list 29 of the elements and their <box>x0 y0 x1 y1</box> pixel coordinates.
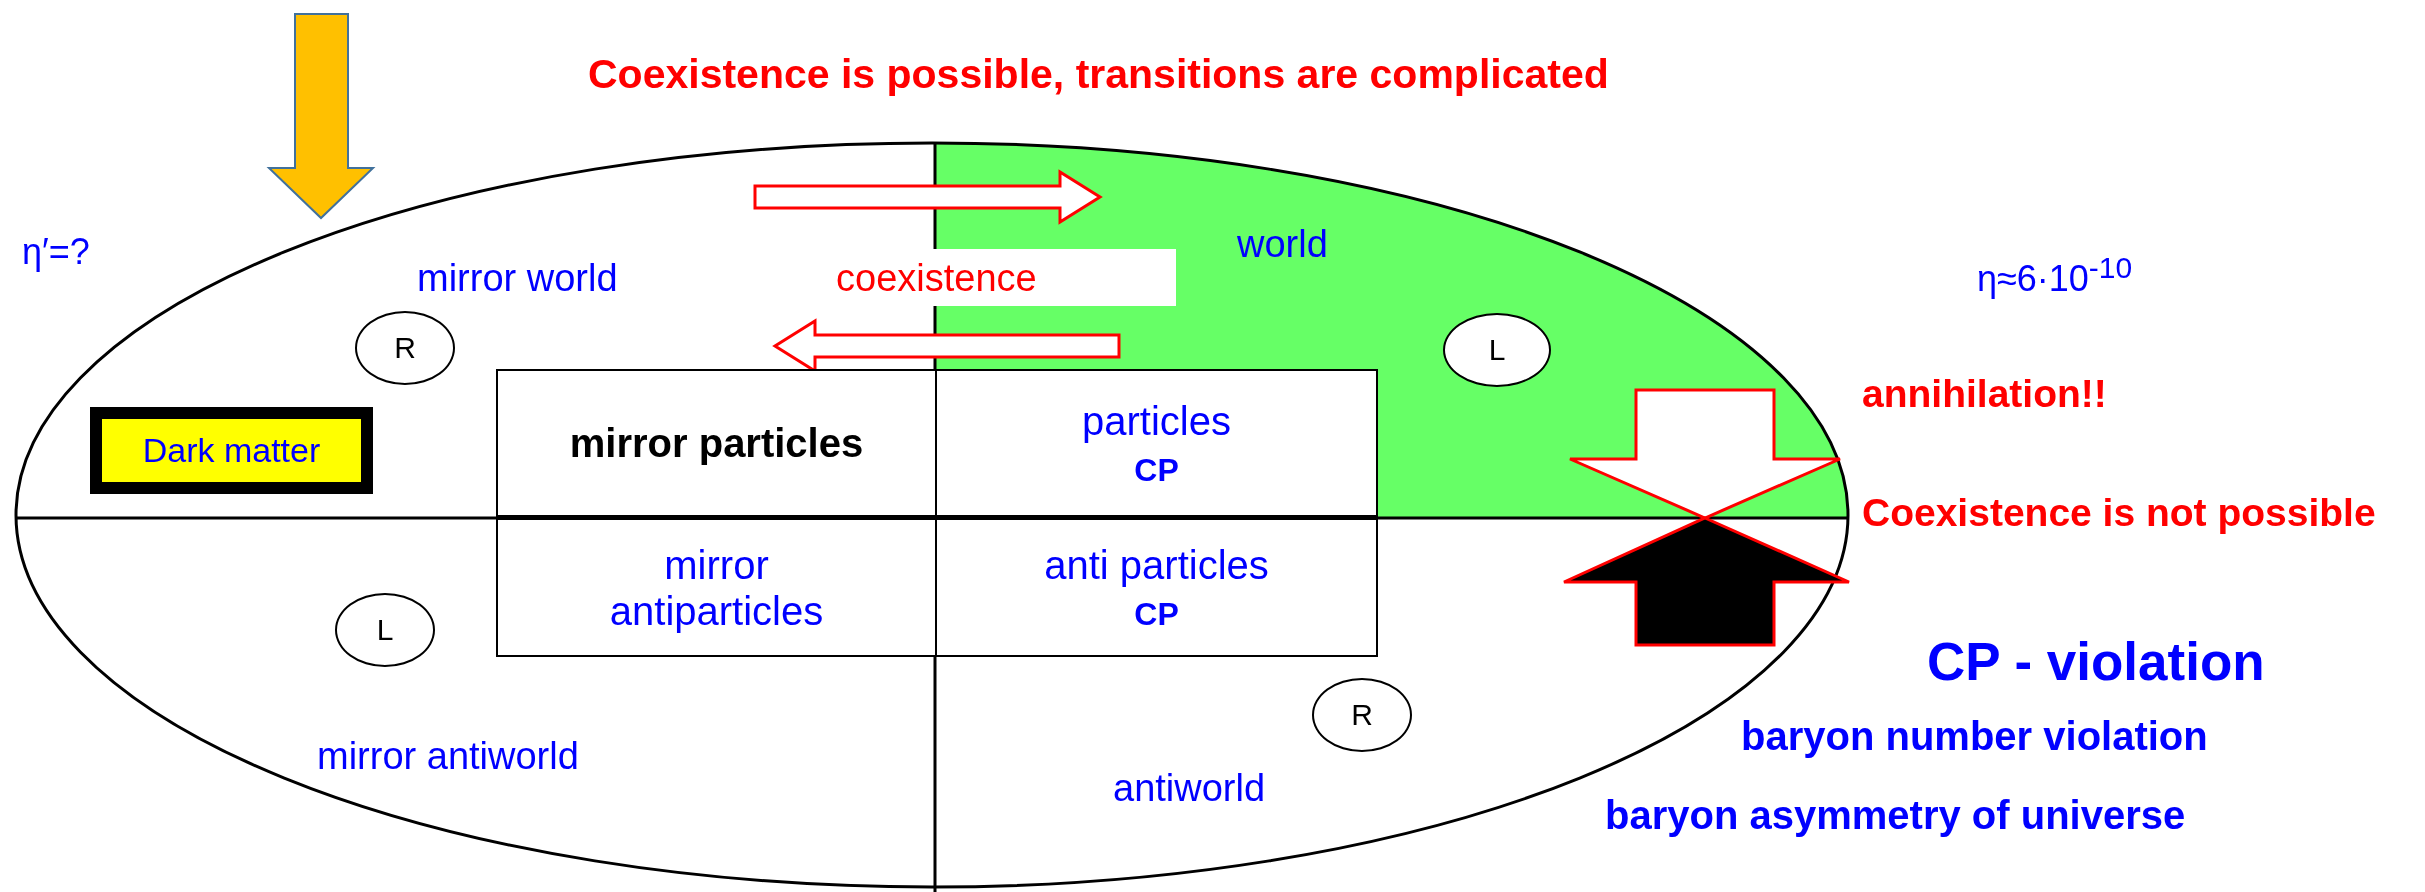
note-label: Coexistence is not possible <box>1862 491 2376 535</box>
node-label: R <box>394 330 416 366</box>
node-label: mirror antiparticles <box>608 541 825 634</box>
equation-label: η≈6·10$^{-10}$ <box>1977 251 2133 299</box>
region-label: mirror world <box>417 258 618 300</box>
table-cell <box>496 369 937 517</box>
note-label: baryon number violation <box>1741 714 2208 758</box>
node-label: particles <box>1082 397 1231 444</box>
region-label: world <box>1237 224 1328 266</box>
node-label: L <box>376 612 394 648</box>
node-label: mirror particles <box>569 420 864 466</box>
table-cell <box>935 369 1378 517</box>
symbol-label: CP <box>1134 451 1179 489</box>
node-label: R <box>1351 697 1373 733</box>
node-label: L <box>1488 332 1506 368</box>
table-cell <box>935 518 1378 657</box>
note-label: annihilation!! <box>1862 372 2107 416</box>
node-label: anti particles <box>1044 542 1269 589</box>
heading: CP - violation <box>1927 632 2265 692</box>
symbol-label: η′=? <box>22 232 90 272</box>
heading: Coexistence is possible, transitions are complicated <box>588 52 1609 98</box>
region-label: mirror antiworld <box>317 736 579 778</box>
table-cell <box>496 518 937 657</box>
note-label: baryon asymmetry of universe <box>1605 793 2186 837</box>
label-box <box>90 407 373 494</box>
arrow-label: coexistence <box>836 258 1037 300</box>
region-label: antiworld <box>1113 768 1266 810</box>
symbol-label: CP <box>1134 596 1179 633</box>
node-label: Dark matter <box>142 430 321 471</box>
